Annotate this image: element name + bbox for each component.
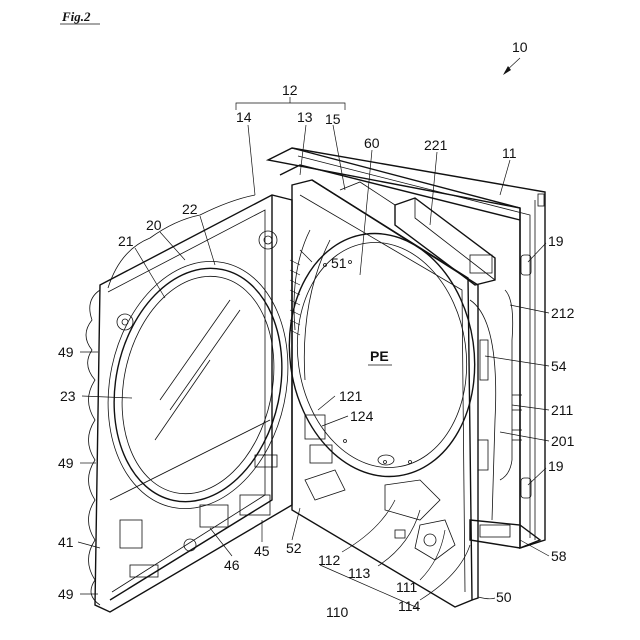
label-19b: 19 [548, 458, 564, 474]
label-50: 50 [496, 589, 512, 605]
label-212: 212 [551, 305, 575, 321]
figure-caption: Fig.2 [61, 9, 91, 24]
label-201: 201 [551, 433, 575, 449]
label-124: 124 [350, 408, 374, 424]
label-121: 121 [339, 388, 363, 404]
label-15: 15 [325, 111, 341, 127]
label-14: 14 [236, 109, 252, 125]
label-58: 58 [551, 548, 567, 564]
label-10: 10 [512, 39, 528, 55]
label-60: 60 [364, 135, 380, 151]
label-22: 22 [182, 201, 198, 217]
label-211: 211 [551, 402, 574, 418]
label-45: 45 [254, 543, 270, 559]
label-49c: 49 [58, 586, 74, 602]
label-51: 51 [331, 255, 347, 271]
label-pe: PE [370, 348, 389, 364]
label-221: 221 [424, 137, 448, 153]
label-20: 20 [146, 217, 162, 233]
label-49b: 49 [58, 455, 74, 471]
label-110: 110 [326, 604, 349, 620]
label-21: 21 [118, 233, 134, 249]
label-113: 113 [348, 565, 371, 581]
label-12: 12 [282, 82, 298, 98]
reference-labels: 10 12 14 13 15 60 221 11 22 20 21 51 19 … [58, 39, 575, 620]
label-13: 13 [297, 109, 313, 125]
label-112: 112 [318, 552, 341, 568]
label-11: 11 [502, 145, 517, 161]
label-52: 52 [286, 540, 302, 556]
left-door [86, 195, 310, 612]
cabinet-frame [268, 148, 545, 548]
label-54: 54 [551, 358, 567, 374]
top-unit-box [340, 182, 495, 285]
label-46: 46 [224, 557, 240, 573]
label-41: 41 [58, 534, 74, 550]
label-114: 114 [398, 598, 421, 614]
front-frame-right [274, 180, 496, 607]
label-111: 111 [396, 579, 417, 595]
label-19a: 19 [548, 233, 564, 249]
label-23: 23 [60, 388, 76, 404]
label-49a: 49 [58, 344, 74, 360]
